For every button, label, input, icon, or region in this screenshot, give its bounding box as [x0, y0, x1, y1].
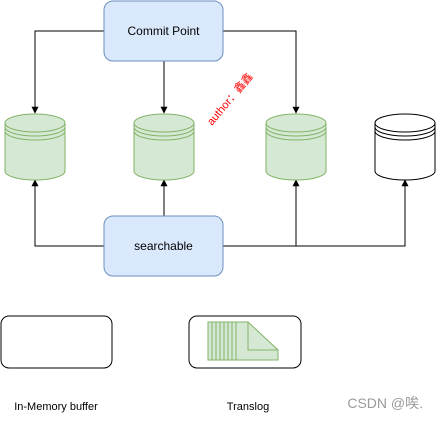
commit-point-node[interactable]: Commit Point	[103, 0, 224, 62]
segment-4	[374, 113, 436, 181]
commit-point-box	[103, 0, 224, 62]
searchable-edges	[31, 179, 409, 247]
commit-point-edges	[31, 30, 300, 114]
segment-2	[133, 113, 195, 181]
searchable-box	[103, 215, 224, 277]
in-memory-buffer-label: In-Memory buffer	[14, 401, 98, 413]
edge-commit-to-segment-1	[31, 30, 104, 114]
searchable-label: searchable	[134, 239, 193, 253]
edge-searchable-to-segment-1	[31, 179, 104, 247]
edge-commit-to-segment-3	[223, 30, 300, 114]
author-annotation: author：鑫鑫	[204, 70, 256, 128]
watermark-text: CSDN @唉.	[347, 395, 423, 411]
in-memory-buffer-box	[0, 315, 113, 369]
commit-point-label: Commit Point	[127, 24, 200, 38]
edge-searchable-to-segment-3	[223, 179, 300, 247]
translog-label: Translog	[227, 401, 269, 413]
translog-pages-icon	[207, 321, 279, 361]
edge-searchable-to-segment-4	[296, 179, 409, 247]
searchable-node[interactable]: searchable	[103, 215, 224, 277]
segment-1	[4, 113, 66, 181]
segment-3	[265, 113, 327, 181]
